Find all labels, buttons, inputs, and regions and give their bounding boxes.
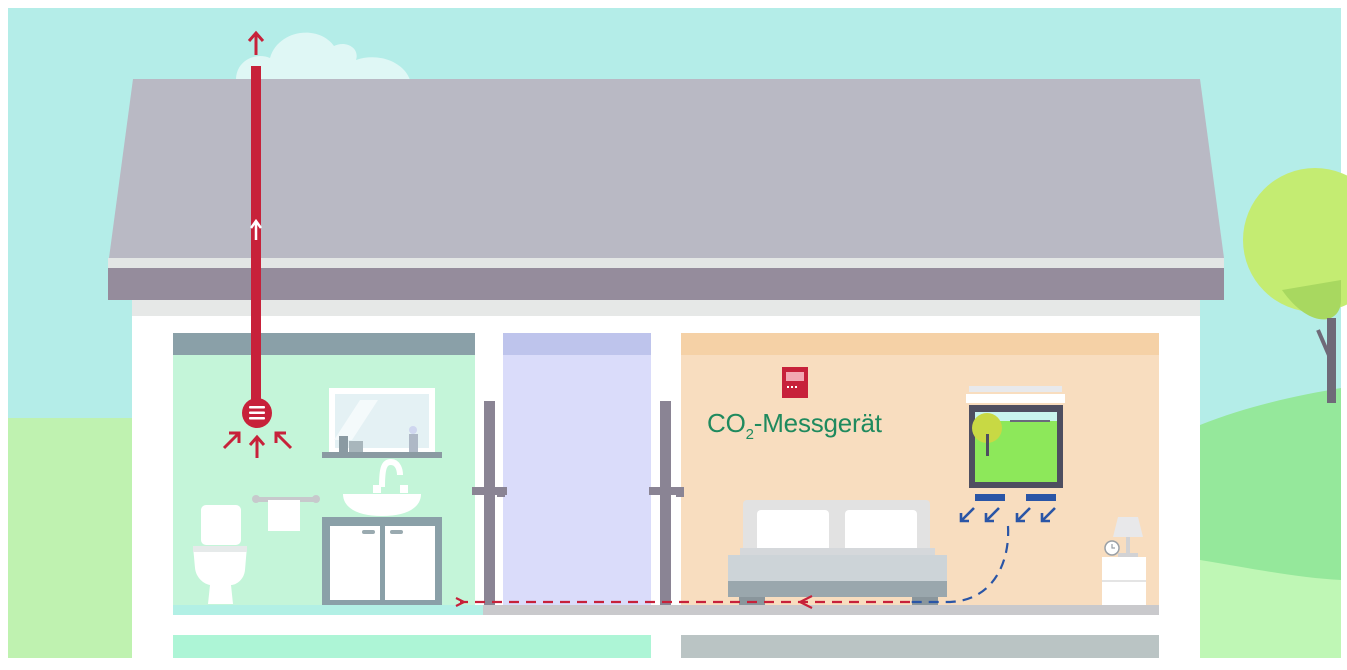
supply-air-flow (910, 525, 1010, 604)
door-handle-right (649, 487, 684, 495)
grass-left (8, 418, 135, 658)
eave (132, 300, 1200, 316)
floor (483, 605, 1159, 615)
roof-trim (108, 258, 1224, 268)
cloud (236, 32, 410, 80)
sink-cabinet (322, 458, 442, 605)
window (966, 386, 1065, 501)
door-frame-right (660, 401, 671, 605)
exhaust-duct (247, 30, 265, 402)
grass-right-front (1200, 560, 1341, 658)
co2-label-subscript: 2 (745, 426, 754, 443)
bathroom-floor (173, 605, 483, 615)
roof (109, 79, 1224, 258)
bedroom-ceiling (681, 333, 1159, 355)
bathroom-ceiling (173, 333, 475, 355)
co2-label-suffix: -Messgerät (753, 408, 882, 438)
co2-label-prefix: CO (707, 408, 746, 438)
hallway-ceiling (503, 333, 651, 355)
toilet (193, 505, 247, 604)
lower-floor-right (681, 635, 1159, 658)
supply-air-arrows (959, 507, 1056, 523)
door-frame-left (484, 401, 495, 605)
towel-rack (252, 495, 320, 531)
wall-column-right (651, 333, 681, 401)
co2-meter-label: CO2-Messgerät (707, 408, 882, 443)
door-handle-left (472, 487, 507, 495)
exhaust-fan-icon (242, 398, 272, 428)
mirror (322, 388, 442, 458)
nightstand (1102, 517, 1146, 605)
roof-edge (108, 268, 1224, 300)
tree (1243, 168, 1347, 403)
wall-column-left (475, 333, 503, 401)
lower-floor-left (173, 635, 651, 658)
exhaust-intake-arrows (222, 431, 293, 458)
bed (728, 500, 947, 605)
hallway-room (503, 333, 651, 605)
co2-meter-icon (782, 367, 808, 398)
